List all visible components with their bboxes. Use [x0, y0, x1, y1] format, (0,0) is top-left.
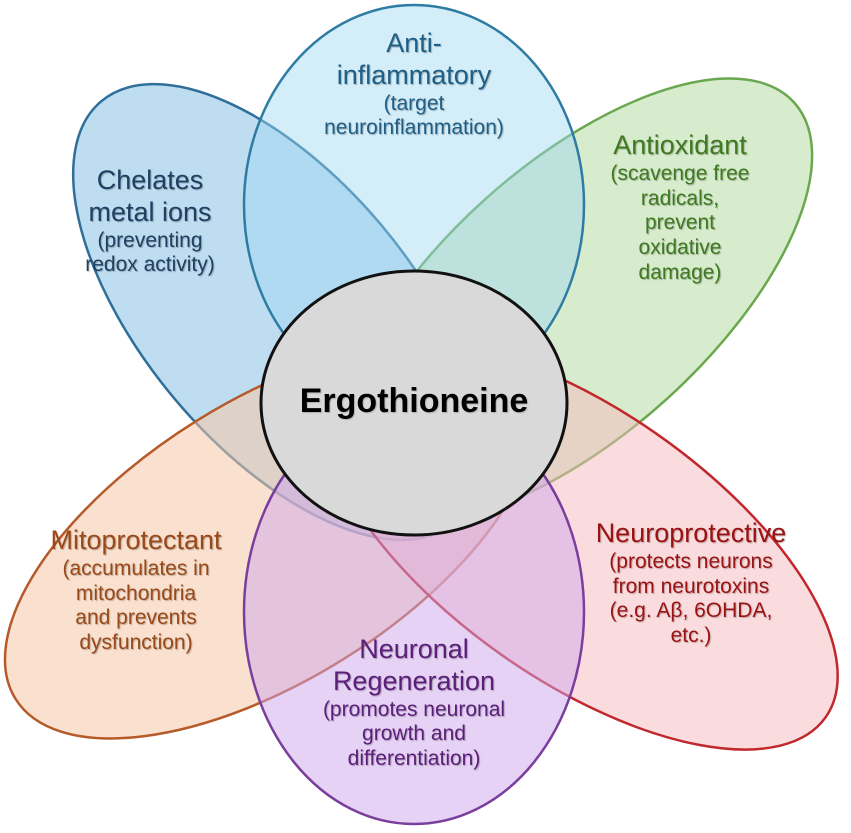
chelates-sub-1: (preventing: [97, 228, 203, 252]
mitoprotectant-sub-2: mitochondria: [75, 581, 197, 605]
chelates-sub-2: redox activity): [85, 253, 215, 277]
antioxidant-title: Antioxidant: [613, 130, 747, 160]
anti-inflammatory-sub-1: (target: [383, 91, 445, 115]
label-antioxidant: Antioxidant (scavenge free radicals, pre…: [575, 130, 785, 286]
regeneration-sub-3: differentiation): [347, 747, 481, 771]
regeneration-sub-2: growth and: [362, 722, 466, 746]
chelates-title-2: metal ions: [88, 196, 212, 227]
label-anti-inflammatory: Anti- inflammatory (target neuroinflamma…: [282, 28, 546, 141]
neuroprotective-sub-2: from neurotoxins: [612, 574, 770, 598]
antioxidant-sub-3: prevent: [644, 211, 716, 235]
anti-inflammatory-title-1: Anti-: [386, 28, 442, 58]
neuroprotective-sub-4: etc.): [670, 624, 712, 648]
label-mitoprotectant: Mitoprotectant (accumulates in mitochond…: [30, 525, 242, 656]
anti-inflammatory-sub-2: neuroinflammation): [324, 116, 504, 140]
neuroprotective-title: Neuroprotective: [595, 518, 787, 548]
mitoprotectant-title: Mitoprotectant: [50, 525, 222, 555]
center-circle: [259, 269, 569, 537]
label-neuroprotective: Neuroprotective (protects neurons from n…: [578, 518, 804, 649]
center-label: Ergothioneine: [299, 382, 529, 420]
antioxidant-sub-1: (scavenge free: [610, 161, 750, 185]
regeneration-title-1: Neuronal: [359, 634, 469, 664]
regeneration-sub-1: (promotes neuronal: [322, 697, 506, 721]
anti-inflammatory-title-2: inflammatory: [336, 59, 492, 90]
neuroprotective-sub-3: (e.g. Aβ, 6OHDA,: [609, 599, 773, 623]
mitoprotectant-sub-3: and prevents: [75, 606, 197, 630]
mitoprotectant-sub-1: (accumulates in: [62, 556, 210, 580]
neuroprotective-sub-1: (protects neurons: [609, 549, 773, 573]
antioxidant-sub-5: damage): [638, 260, 722, 284]
antioxidant-sub-2: radicals,: [640, 186, 720, 210]
label-chelates: Chelates metal ions (preventing redox ac…: [50, 165, 250, 278]
label-regeneration: Neuronal Regeneration (promotes neuronal…: [294, 634, 534, 772]
regeneration-title-2: Regeneration: [332, 665, 496, 696]
mitoprotectant-sub-4: dysfunction): [79, 631, 193, 655]
chelates-title-1: Chelates: [96, 165, 204, 195]
antioxidant-sub-4: oxidative: [638, 236, 722, 260]
